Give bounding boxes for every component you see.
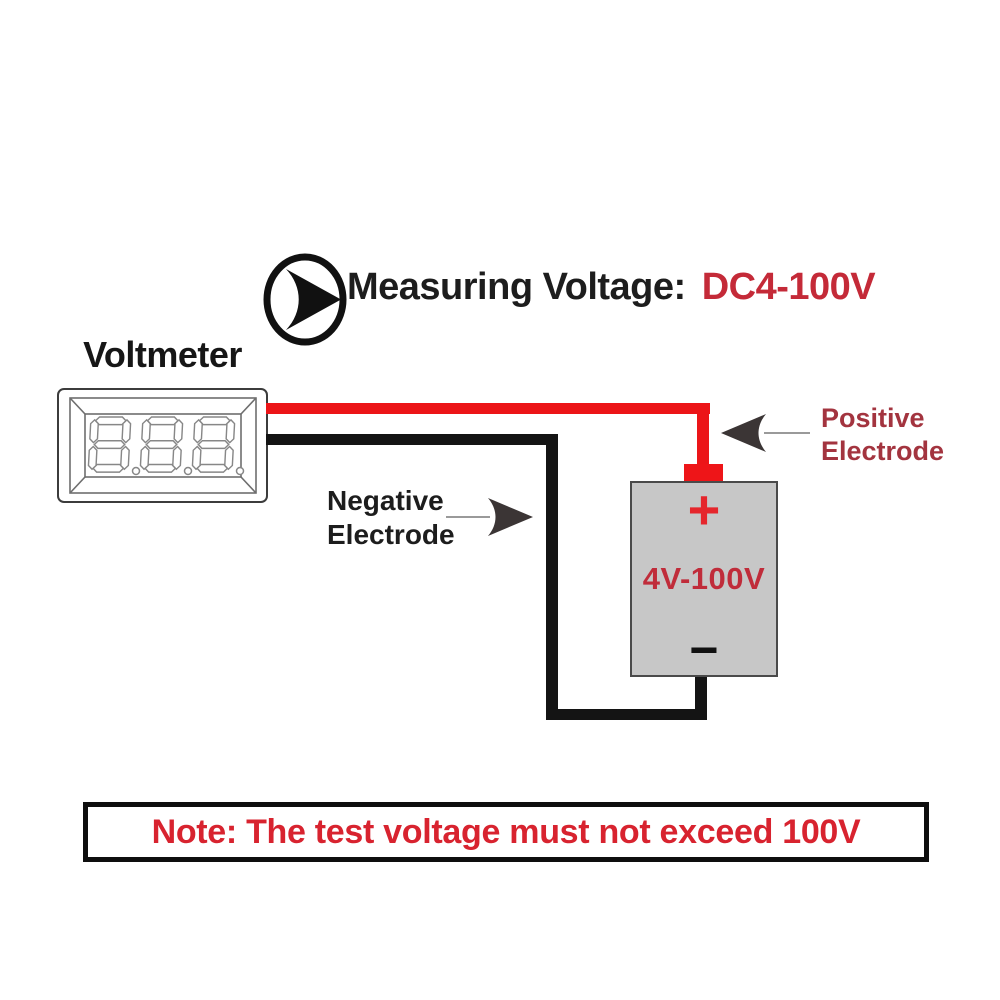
battery-plus-symbol: +: [687, 478, 721, 541]
positive-electrode-label: Positive Electrode: [821, 402, 944, 468]
voltmeter-label: Voltmeter: [83, 334, 242, 375]
note-text: Note: The test voltage must not exceed 1…: [151, 812, 861, 851]
positive-wire-vertical: [697, 403, 709, 467]
header-voltage-range: DC4-100V: [701, 266, 876, 308]
negative-pointer-line: [446, 516, 490, 518]
negative-electrode-line2: Electrode: [327, 519, 455, 550]
arrow-left-icon: [720, 413, 766, 453]
positive-electrode-line2: Electrode: [821, 436, 945, 466]
arrow-right-circle-icon: [262, 253, 348, 346]
header-title: Measuring Voltage:: [347, 266, 686, 308]
negative-electrode-label: Negative Electrode: [327, 484, 455, 552]
positive-pointer-line: [764, 432, 810, 434]
positive-electrode-line1: Positive: [821, 403, 925, 433]
arrow-right-icon: [488, 497, 534, 537]
positive-wire-horizontal: [266, 403, 710, 414]
negative-wire-vertical: [546, 434, 558, 720]
note-box: Note: The test voltage must not exceed 1…: [83, 802, 929, 862]
negative-wire-top: [266, 434, 558, 445]
battery-voltage-label: 4V-100V: [642, 561, 766, 596]
seven-segment-display-graphic: [69, 397, 257, 494]
battery: + 4V-100V −: [630, 478, 778, 678]
negative-electrode-line1: Negative: [327, 485, 444, 516]
negative-wire-bottom: [546, 709, 707, 720]
battery-negative-lead: [695, 676, 707, 720]
battery-minus-symbol: −: [689, 622, 719, 678]
battery-positive-terminal: [684, 464, 723, 482]
header: Measuring Voltage: DC4-100V: [347, 266, 876, 309]
voltmeter-display: [57, 388, 268, 503]
